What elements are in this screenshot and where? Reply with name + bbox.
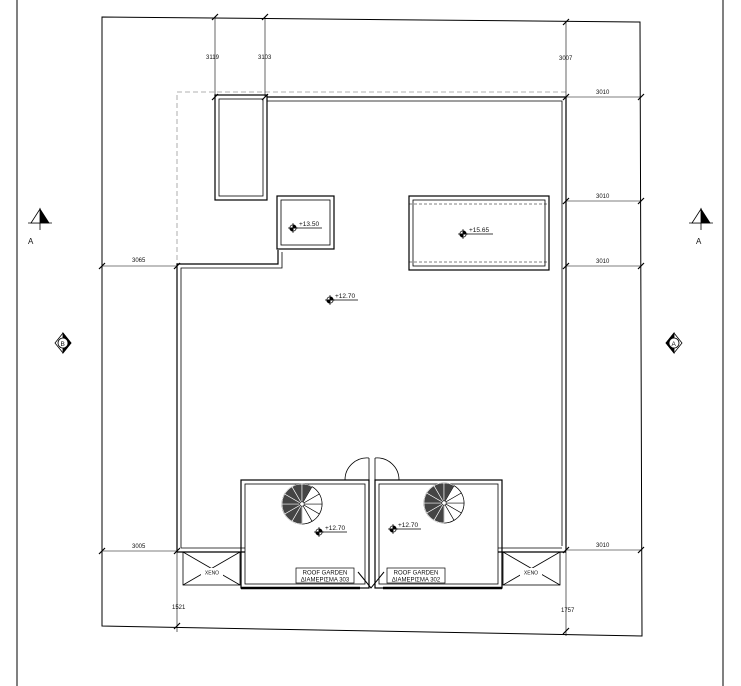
garden-left-tag-line2: ΔΙΑΜΕΡΙΣΜΑ 303 [301, 578, 350, 584]
elevation-marker-icon [54, 331, 72, 355]
level-garden-right: +12.70 [398, 522, 418, 529]
garden-right-tag-line2: ΔΙΑΜΕΡΙΣΜΑ 302 [392, 578, 441, 584]
section-right-a: A [696, 237, 702, 246]
elevation-left-b: B [61, 341, 65, 348]
dimension-lines [102, 17, 641, 636]
spiral-stair-icon [281, 483, 323, 525]
level-main-roof: +12.70 [335, 293, 355, 300]
level-tank-roof: +15.65 [469, 227, 489, 234]
level-marker-icon [458, 229, 493, 239]
dimension-ticks [98, 13, 645, 635]
level-marker-icon [388, 524, 421, 534]
corner-box-left-label: ΧΕΝΟ [205, 571, 219, 577]
dim-right-3010-a: 3010 [596, 90, 610, 96]
tank-box [408, 195, 550, 271]
dim-right-3010-c: 3010 [596, 259, 610, 265]
main-roof-outline [176, 96, 567, 553]
dim-top-3119: 3119 [206, 55, 220, 61]
level-marker-icon [325, 295, 358, 305]
garden-right-tag-line1: ROOF GARDEN [394, 571, 439, 577]
setback-dashed-line [176, 91, 566, 268]
dim-right-3010-d: 3010 [596, 543, 610, 549]
corner-box-right-label-bg [520, 568, 542, 576]
corner-box-left-label-bg [201, 568, 223, 576]
roof-garden-right [374, 479, 503, 590]
stair-cap-box [276, 195, 335, 250]
door-left [344, 457, 370, 481]
garden-left-tag-box [295, 567, 355, 584]
dim-bottom-1757: 1757 [561, 608, 575, 614]
corner-box-right-label: ΧΕΝΟ [524, 571, 538, 577]
level-marker-icon [314, 527, 347, 537]
spiral-stair-icon [423, 482, 465, 524]
section-marker-icon [689, 207, 713, 230]
door-right [374, 457, 400, 481]
level-marker-icon [288, 223, 322, 233]
garden-right-tag-box [386, 567, 446, 584]
dim-top-3103: 3103 [258, 55, 272, 61]
elevation-marker-icon [665, 331, 683, 355]
plot-boundary [101, 16, 643, 637]
dim-left-3005: 3005 [132, 544, 146, 550]
elevation-right-a: A [672, 341, 677, 348]
dim-right-3010-b: 3010 [596, 194, 610, 200]
section-marker-icon [28, 207, 52, 230]
section-left-a: A [28, 237, 34, 246]
shaft-box [214, 94, 268, 201]
dim-left-3065: 3065 [132, 258, 146, 264]
dim-bottom-1521: 1521 [172, 605, 186, 611]
dim-top-3007: 3007 [559, 56, 573, 62]
garden-v-joint [357, 571, 385, 589]
level-stair-cap: +13.50 [299, 221, 319, 228]
garden-left-tag-line1: ROOF GARDEN [303, 571, 348, 577]
level-garden-left: +12.70 [325, 525, 345, 532]
